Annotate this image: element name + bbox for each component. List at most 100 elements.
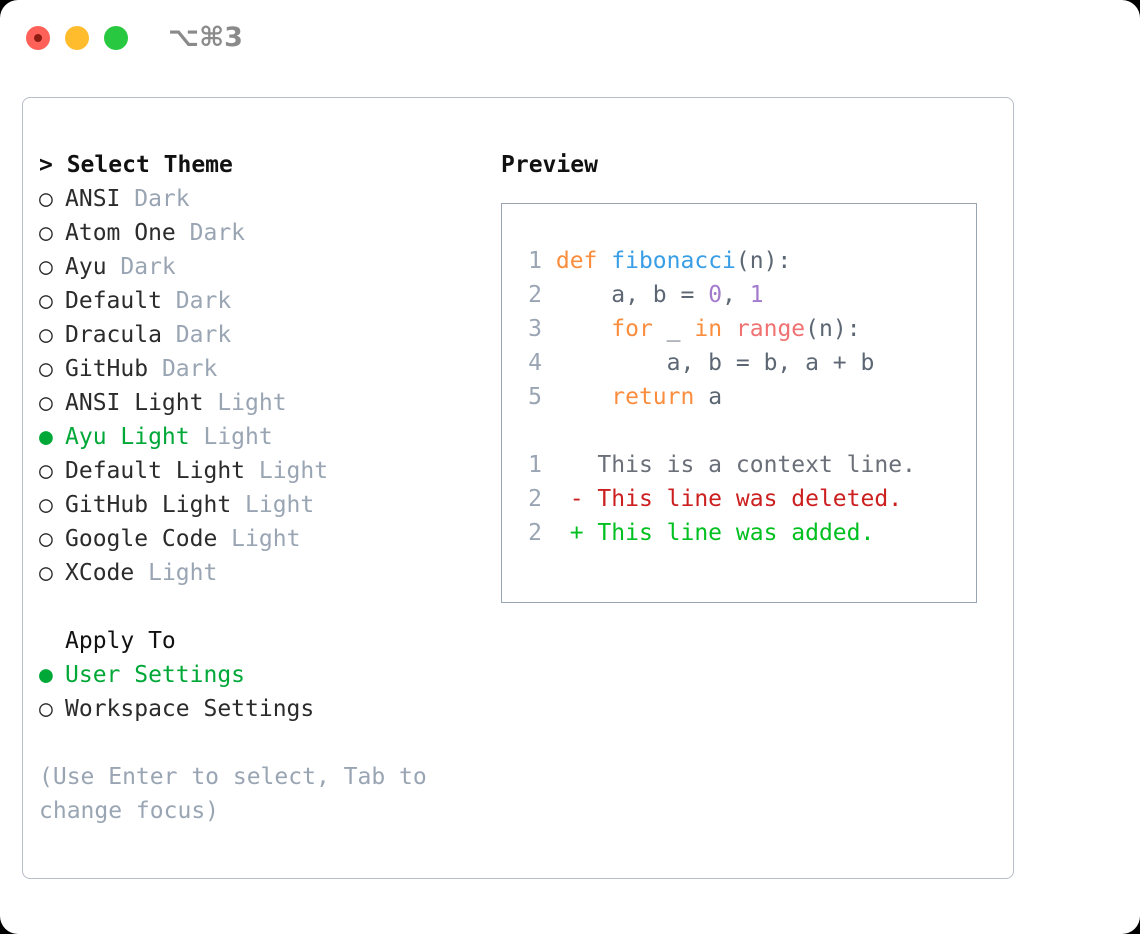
diff-text: This line was deleted. [583,486,903,512]
radio-unselected-icon: ○ [39,288,53,314]
line-number: 1 [528,248,542,274]
theme-variant-badge: Light [217,526,301,552]
theme-option-ansi[interactable]: ○ ANSI Dark [39,182,469,216]
code-token: _ [652,316,695,342]
theme-option-ansi-light[interactable]: ○ ANSI Light Light [39,386,469,420]
keyboard-hint-text: (Use Enter to select, Tab to change focu… [39,764,441,824]
theme-option-label: Ayu Light [65,424,190,450]
theme-variant-badge: Light [203,390,287,416]
close-icon[interactable] [26,26,50,50]
code-token: fibonacci [611,248,736,274]
theme-option-label: ANSI [65,186,121,212]
code-token [556,384,611,410]
radio-unselected-icon: ○ [39,356,53,382]
theme-variant-badge: Dark [175,220,246,246]
line-number: 3 [528,316,542,342]
theme-option-label: Default Light [65,458,246,484]
code-token: a [694,384,723,410]
code-token: (n): [735,248,792,274]
radio-unselected-icon: ○ [39,526,53,552]
diff-sample: 1 This is a context line.2 - This line w… [514,448,976,550]
apply-option-workspace-settings[interactable]: ○ Workspace Settings [39,692,469,726]
theme-variant-badge: Dark [106,254,176,280]
code-token: (n): [805,316,861,342]
apply-option-label: Workspace Settings [65,696,315,722]
code-line: 5 return a [514,380,976,414]
diff-text: This is a context line. [583,452,916,478]
apply-to-section: Apply To ●User Settings○Workspace Settin… [39,624,469,726]
preview-heading: Preview [501,152,598,178]
radio-unselected-icon: ○ [39,186,53,212]
theme-variant-badge: Light [189,424,273,450]
radio-unselected-icon: ○ [39,390,53,416]
theme-variant-badge: Light [245,458,329,484]
line-number: 2 [528,486,542,512]
line-number: 2 [528,520,542,546]
code-token: range [735,316,806,342]
radio-unselected-icon: ○ [39,220,53,246]
apply-option-user-settings[interactable]: ●User Settings [39,658,469,692]
theme-option-google-code[interactable]: ○Google Code Light [39,522,469,556]
select-theme-title: Select Theme [66,152,233,178]
code-token: return [611,384,695,410]
radio-selected-icon: ● [39,424,53,450]
line-number: 2 [528,282,542,308]
theme-option-label: GitHub Light [65,492,232,518]
diff-line: 2 + This line was added. [514,516,976,550]
theme-variant-badge: Dark [120,186,190,212]
code-token [722,316,736,342]
tui-panel: > Select Theme ○ANSI Dark○Atom One Dark○… [22,97,1014,879]
diff-marker: - [569,486,584,512]
preview-column: Preview 1 def fibonacci(n):2 a, b = 0, 1… [501,148,1001,603]
line-number: 5 [528,384,542,410]
theme-variant-badge: Dark [161,322,232,348]
theme-option-label: GitHub [65,356,149,382]
theme-option-dracula[interactable]: ○ Dracula Dark [39,318,469,352]
code-token [597,248,611,274]
code-line: 4 a, b = b, a + b [514,346,976,380]
radio-unselected-icon: ○ [39,492,53,518]
select-theme-heading: > Select Theme [39,148,469,182]
radio-unselected-icon: ○ [39,322,53,348]
code-diff-spacer [514,414,976,448]
theme-variant-badge: Light [134,560,218,586]
theme-option-label: Default [65,288,162,314]
maximize-icon[interactable] [104,26,128,50]
theme-option-atom-one[interactable]: ○ Atom One Dark [39,216,469,250]
radio-unselected-icon: ○ [39,696,53,722]
theme-option-default[interactable]: ○Default Dark [39,284,469,318]
diff-marker [570,452,584,478]
theme-option-ayu[interactable]: ○ Ayu Dark [39,250,469,284]
theme-option-label: ANSI Light [65,390,204,416]
title-bar: ⌥⌘3 [0,0,1140,78]
theme-option-ayu-light[interactable]: ● Ayu Light Light [39,420,469,454]
code-token: for [611,316,653,342]
keyboard-shortcut-label: ⌥⌘3 [168,22,243,53]
line-number: 4 [528,350,542,376]
theme-option-github[interactable]: ○GitHub Dark [39,352,469,386]
code-token: , [722,282,750,308]
theme-option-label: Ayu [65,254,107,280]
code-token: a, b = [555,282,709,308]
minimize-icon[interactable] [65,26,89,50]
theme-selection-column: > Select Theme ○ANSI Dark○Atom One Dark○… [39,148,469,828]
theme-option-label: Dracula [65,322,162,348]
code-line: 2 a, b = 0, 1 [514,278,976,312]
code-token: def [555,248,598,274]
theme-option-default-light[interactable]: ○Default Light Light [39,454,469,488]
radio-unselected-icon: ○ [39,254,53,280]
theme-option-github-light[interactable]: ○GitHub Light Light [39,488,469,522]
code-token: a, b = b, a + b [555,350,875,376]
apply-to-list: ●User Settings ○ Workspace Settings [39,658,469,726]
theme-option-xcode[interactable]: ○XCode Light [39,556,469,590]
code-token: in [694,316,723,342]
theme-option-label: Atom One [65,220,176,246]
code-token: 1 [749,282,764,308]
focus-caret: > [39,152,67,178]
code-line: 1 def fibonacci(n): [514,244,976,278]
theme-list: ○ANSI Dark○Atom One Dark○Ayu Dark○Defaul… [39,182,469,590]
diff-line: 2 - This line was deleted. [514,482,976,516]
